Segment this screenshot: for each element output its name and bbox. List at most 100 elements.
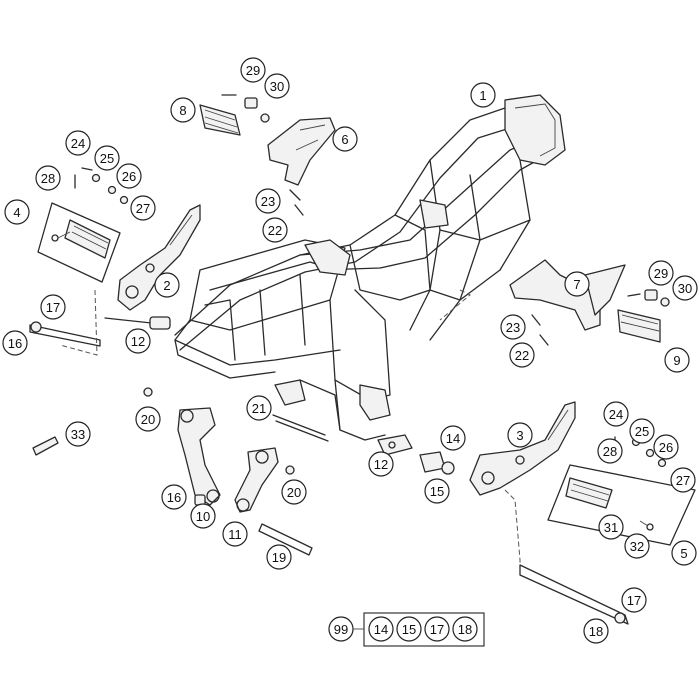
callout-circle bbox=[664, 347, 690, 373]
callout-c20b: 20 bbox=[281, 479, 307, 505]
callout-circle bbox=[621, 587, 647, 613]
callout-c20a: 20 bbox=[135, 406, 161, 432]
callout-label: 24 bbox=[71, 136, 85, 151]
callout-label: 18 bbox=[458, 622, 472, 637]
callout-label: 15 bbox=[430, 484, 444, 499]
kit-callout-99: 99 bbox=[328, 616, 354, 642]
callout-c29b: 29 bbox=[648, 260, 674, 286]
upper-peg-bracket bbox=[199, 94, 336, 216]
callout-c32: 32 bbox=[624, 533, 650, 559]
callout-circle bbox=[564, 271, 590, 297]
callout-circle bbox=[40, 294, 66, 320]
callout-circle bbox=[4, 199, 30, 225]
callout-label: 30 bbox=[678, 281, 692, 296]
callout-label: 21 bbox=[252, 401, 266, 416]
callout-circle bbox=[222, 521, 248, 547]
callout-c33: 33 bbox=[65, 421, 91, 447]
callout-label: 14 bbox=[446, 431, 460, 446]
callout-label: 12 bbox=[131, 334, 145, 349]
kit-item-17: 17 bbox=[424, 616, 450, 642]
callout-c28b: 28 bbox=[597, 438, 623, 464]
callout-label: 26 bbox=[659, 440, 673, 455]
callout-c30b: 30 bbox=[672, 275, 698, 301]
callout-label: 6 bbox=[341, 132, 348, 147]
right-pivot-bolt bbox=[504, 489, 629, 625]
callout-circle bbox=[424, 478, 450, 504]
callout-c31: 31 bbox=[598, 514, 624, 540]
callout-c24a: 24 bbox=[65, 130, 91, 156]
callout-c14: 14 bbox=[440, 425, 466, 451]
callout-label: 18 bbox=[589, 624, 603, 639]
callout-label: 22 bbox=[515, 348, 529, 363]
callout-label: 30 bbox=[270, 79, 284, 94]
swingarm-pivot-hardware bbox=[377, 434, 455, 475]
callout-label: 99 bbox=[334, 622, 348, 637]
callout-circle bbox=[440, 425, 466, 451]
callout-c30a: 30 bbox=[264, 73, 290, 99]
callout-circle bbox=[470, 82, 496, 108]
left-pivot-bolt bbox=[29, 289, 171, 356]
callout-c1: 1 bbox=[470, 82, 496, 108]
callout-label: 23 bbox=[506, 320, 520, 335]
callout-c22b: 22 bbox=[509, 342, 535, 368]
callout-c12a: 12 bbox=[125, 328, 151, 354]
callout-label: 24 bbox=[609, 407, 623, 422]
callout-label: 5 bbox=[680, 546, 687, 561]
axle-bolt-edge bbox=[275, 420, 329, 442]
callout-c23a: 23 bbox=[255, 188, 281, 214]
callout-label: 25 bbox=[100, 151, 114, 166]
callout-circle bbox=[262, 217, 288, 243]
callout-label: 17 bbox=[430, 622, 444, 637]
callout-label: 10 bbox=[196, 509, 210, 524]
callout-label: 8 bbox=[179, 103, 186, 118]
callout-label: 3 bbox=[516, 428, 523, 443]
kit-item-14: 14 bbox=[368, 616, 394, 642]
callout-c7: 7 bbox=[564, 271, 590, 297]
callout-circle bbox=[170, 97, 196, 123]
left-hardware bbox=[74, 167, 129, 205]
callout-circle bbox=[597, 438, 623, 464]
callout-circle bbox=[500, 314, 526, 340]
callout-c25a: 25 bbox=[94, 145, 120, 171]
callout-label: 7 bbox=[573, 277, 580, 292]
callout-c29a: 29 bbox=[240, 57, 266, 83]
callout-label: 28 bbox=[603, 444, 617, 459]
callout-circle bbox=[603, 401, 629, 427]
callout-c15: 15 bbox=[424, 478, 450, 504]
callout-c25b: 25 bbox=[629, 418, 655, 444]
callout-circle bbox=[135, 406, 161, 432]
callout-circle bbox=[424, 616, 450, 642]
callout-label: 4 bbox=[13, 205, 20, 220]
callout-label: 16 bbox=[167, 490, 181, 505]
callout-circle bbox=[264, 73, 290, 99]
callout-circle bbox=[583, 618, 609, 644]
callout-circle bbox=[670, 467, 696, 493]
bushing bbox=[32, 436, 59, 456]
callout-c19: 19 bbox=[266, 544, 292, 570]
callout-circle bbox=[281, 479, 307, 505]
callout-circle bbox=[368, 616, 394, 642]
callout-circle bbox=[629, 418, 655, 444]
callout-c16a: 16 bbox=[2, 330, 28, 356]
callout-circle bbox=[125, 328, 151, 354]
callout-c27a: 27 bbox=[130, 195, 156, 221]
callout-label: 32 bbox=[630, 539, 644, 554]
callout-circle bbox=[65, 421, 91, 447]
left-footpeg-kit bbox=[37, 202, 121, 283]
callout-circle bbox=[653, 434, 679, 460]
callout-c23b: 23 bbox=[500, 314, 526, 340]
callout-circle bbox=[35, 165, 61, 191]
callout-circle bbox=[507, 422, 533, 448]
callout-c8: 8 bbox=[170, 97, 196, 123]
callout-label: 27 bbox=[136, 201, 150, 216]
callout-circle bbox=[624, 533, 650, 559]
callout-c17a: 17 bbox=[40, 294, 66, 320]
sleeve bbox=[258, 523, 313, 556]
callout-c2: 2 bbox=[154, 272, 180, 298]
callout-c28a: 28 bbox=[35, 165, 61, 191]
callout-label: 9 bbox=[673, 353, 680, 368]
callout-c16b: 16 bbox=[161, 484, 187, 510]
callout-label: 23 bbox=[261, 194, 275, 209]
